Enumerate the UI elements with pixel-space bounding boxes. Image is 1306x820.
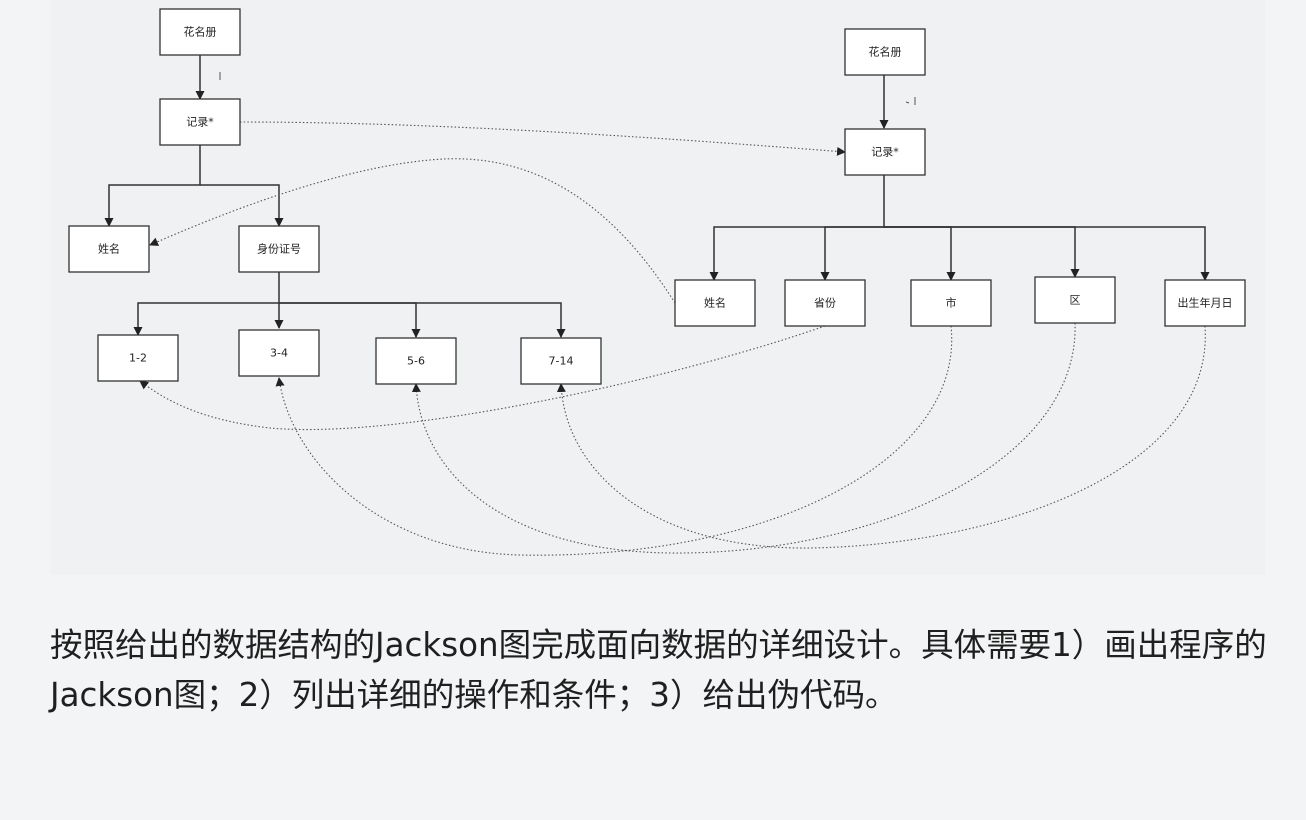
node-id-number: 身份证号 (238, 225, 320, 273)
link-name-name (149, 158, 676, 304)
node-label: 7-14 (549, 355, 574, 368)
edge-record-birth (884, 226, 1210, 281)
node-roster-left: 花名册 (159, 8, 241, 56)
right-tree-connectors (709, 75, 1210, 281)
node-label: 姓名 (704, 296, 726, 310)
jackson-diagram: 花名册 记录* 姓名 身份证号 1-2 3-4 5-6 7-14 (68, 8, 1246, 556)
node-label: 记录* (186, 116, 214, 129)
node-label: 1-2 (129, 352, 147, 365)
node-province: 省份 (784, 279, 866, 327)
left-tree-connectors (104, 55, 566, 338)
node-digits-5-6: 5-6 (375, 337, 457, 385)
node-city: 市 (910, 279, 992, 327)
edge-record-city (884, 226, 956, 281)
edge-id-digits (133, 272, 280, 336)
node-digits-7-14: 7-14 (520, 337, 602, 385)
node-label: 姓名 (98, 242, 120, 256)
node-label: 区 (1070, 294, 1081, 307)
question-text: 按照给出的数据结构的Jackson图完成面向数据的详细设计。具体需要1）画出程序… (50, 626, 1267, 714)
node-digits-3-4: 3-4 (238, 329, 320, 377)
node-label: 3-4 (270, 347, 288, 360)
node-name-left: 姓名 (68, 225, 150, 273)
node-label: 出生年月日 (1178, 296, 1233, 310)
node-record-right: 记录* (844, 128, 926, 176)
link-city-d34 (275, 325, 953, 556)
node-label: 花名册 (869, 45, 902, 59)
node-name-right: 姓名 (674, 279, 756, 327)
node-district: 区 (1034, 276, 1116, 324)
node-roster-right: 花名册 (844, 28, 926, 76)
edge-record-id-left (200, 184, 284, 227)
correspondence-links (139, 121, 1206, 556)
stray-mark-right (905, 97, 916, 105)
edge-record-name-right (709, 175, 885, 281)
edge-record-province (820, 226, 884, 281)
edge-record-district (884, 226, 1080, 278)
node-birth-date: 出生年月日 (1164, 279, 1246, 327)
node-label: 身份证号 (257, 242, 301, 256)
link-province-d12 (139, 325, 826, 431)
node-digits-1-2: 1-2 (97, 334, 179, 382)
node-record-left: 记录* (159, 98, 241, 146)
node-label: 市 (946, 296, 957, 310)
link-birth-d714 (556, 325, 1206, 549)
edge-record-children-left (104, 145, 201, 227)
jackson-diagram-panel: 花名册 记录* 姓名 身份证号 1-2 3-4 5-6 7-14 (50, 0, 1265, 575)
link-record-record (239, 121, 846, 156)
node-label: 省份 (814, 297, 836, 310)
link-district-d56 (411, 322, 1076, 554)
node-label: 记录* (871, 146, 899, 159)
node-label: 花名册 (184, 25, 217, 39)
node-label: 5-6 (407, 355, 425, 368)
edge-id-d714 (279, 302, 566, 338)
